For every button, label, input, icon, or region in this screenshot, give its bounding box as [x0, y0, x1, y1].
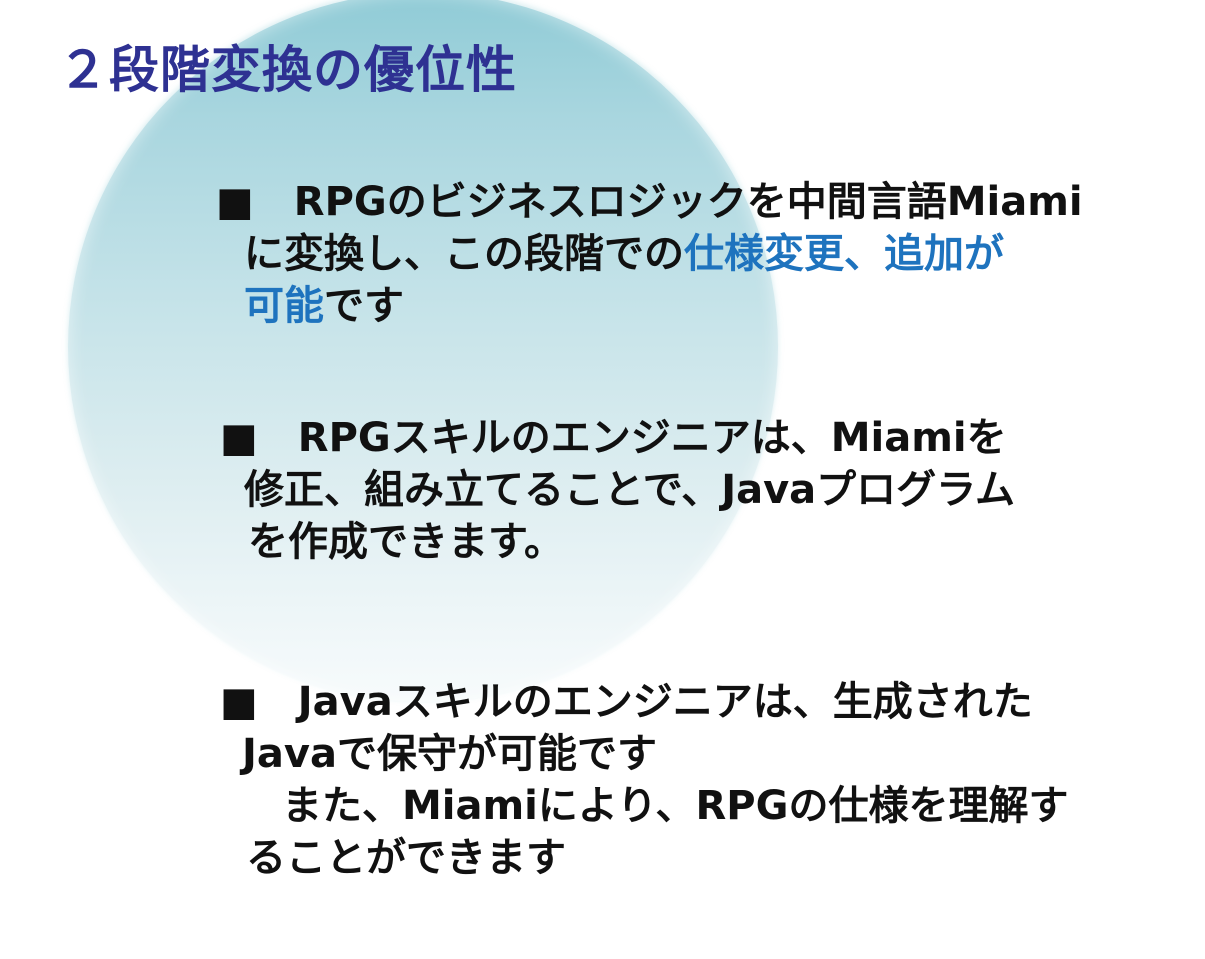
- bullet-item-2-line-2: 修正、組み立てることで、Javaプログラム: [244, 467, 1015, 513]
- background-orb-rim: [68, 0, 778, 702]
- bullet-item-3-line-3: また、Miamiにより、RPGの仕様を理解す: [242, 783, 1069, 829]
- bullet-item-2: ■ RPGスキルのエンジニアは、Miamiを 修正、組み立てることで、Javaプ…: [220, 412, 1015, 568]
- bullet-square-icon: ■: [220, 679, 258, 725]
- bullet-item-1-line-3-text: です: [324, 283, 404, 329]
- bullet-item-3-line-1: ■ Javaスキルのエンジニアは、生成された: [220, 676, 1068, 728]
- bullet-item-3: ■ Javaスキルのエンジニアは、生成された Javaで保守が可能です また、M…: [220, 676, 1068, 884]
- background-orb: [68, 0, 778, 702]
- bullet-item-1-line-3: 可能です: [216, 280, 1083, 332]
- bullet-item-2-line-3: を作成できます。: [248, 519, 564, 565]
- bullet-item-3-line-2: Javaで保守が可能です: [242, 731, 657, 777]
- bullet-item-1-line-1: ■ RPGのビジネスロジックを中間言語Miami: [216, 176, 1083, 228]
- bullet-item-1-lead: RPGのビジネスロジックを中間言語Miami: [253, 179, 1083, 225]
- bullet-item-2-lead: RPGスキルのエンジニアは、Miamiを: [257, 415, 1007, 461]
- bullet-item-1: ■ RPGのビジネスロジックを中間言語Miami に変換し、この段階での仕様変更…: [216, 176, 1083, 332]
- bullet-item-1-line-2-text: に変換し、この段階での: [244, 231, 684, 277]
- bullet-item-3-line-4: ることができます: [246, 835, 566, 881]
- bullet-item-1-highlight-2: 可能: [244, 283, 324, 329]
- bullet-item-3-lead: Javaスキルのエンジニアは、生成された: [257, 679, 1033, 725]
- bullet-square-icon: ■: [216, 179, 254, 225]
- bullet-item-1-highlight-1: 仕様変更、追加が: [684, 231, 1004, 277]
- bullet-item-2-line-1: ■ RPGスキルのエンジニアは、Miamiを: [220, 412, 1015, 464]
- bullet-item-1-line-2: に変換し、この段階での仕様変更、追加が: [216, 228, 1083, 280]
- slide-title: ２段階変換の優位性: [58, 41, 517, 99]
- bullet-square-icon: ■: [220, 415, 258, 461]
